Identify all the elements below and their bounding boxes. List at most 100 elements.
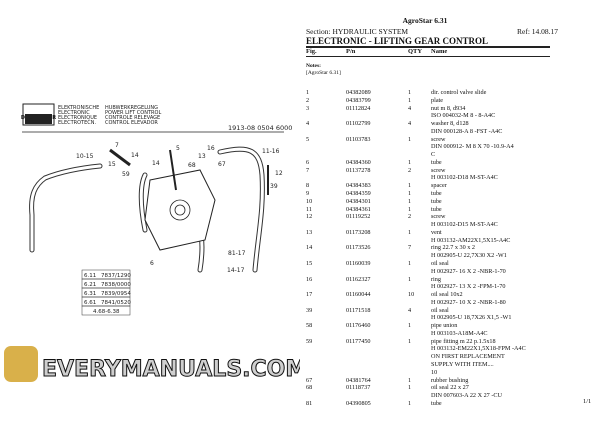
callout-label: 67 [218,161,226,168]
column-header-rule [306,56,550,57]
cell-qty: 4 [408,120,412,128]
watermark-text: EVERYMANUALS.COM [42,357,300,382]
cell-name: oil seal 10x2 [431,291,463,299]
cell-pn: 04384383 [346,182,371,190]
section-label: Section: HYDRAULIC SYSTEM [306,27,409,36]
cell-name: oil seal [431,259,449,267]
callout-label: 59 [122,171,130,178]
page-heading: ELECTRONIC - LIFTING GEAR CONTROL [306,36,489,46]
cell-name: screw [431,213,446,221]
cell-qty: 1 [408,337,412,345]
cell-name: H 002905-U 18,7X26 X1,5 -W1 [431,314,512,322]
cell-name: H 002927- 16 X 2 -NBR-1-70 [431,267,506,275]
cell-qty: 7 [408,244,412,252]
watermark: EVERYMANUALS.COM [4,346,300,383]
cell-name: ring 22.7 x 30 x 2 [431,244,475,252]
cell-qty: 1 [408,384,412,392]
cell-pn: 01162327 [346,275,371,283]
cell-name: DIN 000128-A 8 -FST -A4C [431,127,503,135]
cell-pn: 01176460 [346,322,371,330]
cell-name: dir. control valve slide [431,89,487,96]
cell-name: H 002905-U 22,7X30 X2 -W1 [431,252,507,260]
page-number: 1/1 [583,398,592,405]
cell-name: DIN 007603-A 22 X 27 -CU [431,392,502,400]
cell-fig: 68 [306,384,313,392]
cell-fig: 59 [306,337,313,345]
brand-logo [25,114,52,124]
cell-pn: 04390805 [346,399,371,407]
cell-pn: 04384361 [346,205,371,213]
cell-pn: 01171518 [346,306,371,314]
cell-name: spacer [431,182,447,190]
serial-range: 7837/1290 [101,273,131,279]
cell-fig: 4 [306,120,310,128]
cell-name: vent [431,228,442,236]
reference-date: Ref: 14.08.17 [517,27,559,36]
callout-label: 14-17 [227,267,245,274]
cell-qty: 4 [408,306,412,314]
cell-fig: 16 [306,275,313,283]
cell-name: H 002927- 13 X 2 -FPM-1-70 [431,283,506,291]
cell-pn: 04381764 [346,376,371,384]
brand-logo-frame [22,103,55,126]
notes-value: [AgroStar 6.31] [306,70,341,76]
cell-fig: 6 [306,158,310,166]
cell-name: tube [431,205,442,213]
language-label: CONTROL ELEVADOR [105,120,158,126]
cell-pn: 01160044 [346,291,371,299]
cell-pn: 01102799 [346,120,371,128]
serial-range: 7841/0520 [101,300,131,306]
callout-label: 10-15 [76,153,94,160]
callout-label: 68 [188,162,196,169]
model-number: 6.31 [84,291,96,297]
model-table-cell [81,305,131,316]
model-number: 6.61 [84,300,96,306]
cell-name: H 003102-D18 M-ST-A4C [431,174,498,182]
model-number: 6.21 [84,282,96,288]
screw-7 [109,148,131,167]
cell-name: DIN 000912- M 8 X 70 -10.9-A4 [431,143,514,151]
cell-name: 10 [431,368,438,376]
column-header-pn: P/n [346,48,356,55]
cell-name: oil seal 22 x 27 [431,384,469,392]
callout-label: 13 [198,153,206,160]
header-rule [306,46,550,48]
cell-qty: 1 [408,376,412,384]
exploded-parts-diagram: DEUTZ FAHR ELEKTRONISCHEELECTRONICELECTR… [21,103,292,316]
cell-fig: 13 [306,228,313,236]
cell-qty: 1 [408,135,412,143]
cell-fig: 81 [306,399,313,407]
language-label: ELECTRONIC [58,110,90,116]
cell-qty: 1 [408,158,412,166]
cell-qty: 2 [408,166,412,174]
cell-qty: 1 [408,205,412,213]
cell-name: SUPPLY WITH ITEM.... [431,361,494,369]
cell-fig: 9 [306,190,310,198]
cell-pn: 04384359 [346,190,371,198]
cell-pn: 01103783 [346,135,371,143]
cell-name: ISO 004032-M 8 - 8-A4C [431,112,496,120]
cell-fig: 12 [306,213,313,221]
cell-fig: 3 [306,104,310,112]
cell-fig: 11 [306,205,312,213]
cell-name: tube [431,190,442,198]
cell-pn: 04384301 [346,197,371,205]
cell-name: screw [431,135,446,143]
callout-label: 16 [207,145,215,152]
callout-label: 6 [150,260,154,267]
callout-label: 11-16 [262,148,280,155]
watermark-logo [4,346,38,382]
language-label: POWER LIFT CONTROL [105,110,161,116]
cell-fig: 17 [306,291,313,299]
cell-name: ON FIRST REPLACEMENT [431,353,505,361]
cell-pn: 04384360 [346,158,371,166]
model-range: 4.68-6.38 [93,309,120,315]
cell-pn: 04382089 [346,89,371,96]
cell-name: washer 8, d128 [431,120,469,128]
cell-pn: 01118737 [346,384,371,392]
cell-fig: 67 [306,376,313,384]
column-header-qty: QTY [408,48,423,55]
callout-label: 14 [131,152,139,159]
